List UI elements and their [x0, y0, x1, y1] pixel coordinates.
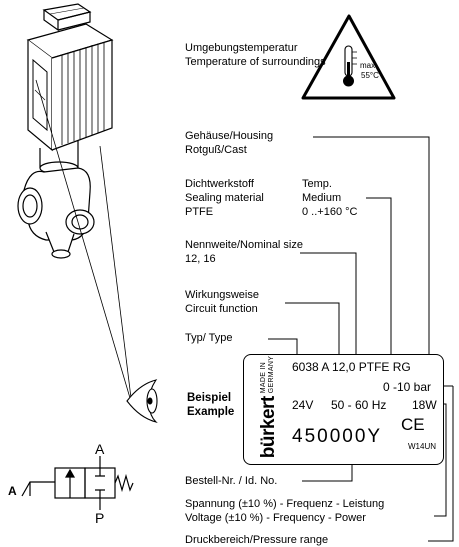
eye-viewpoint-icon	[126, 379, 158, 424]
brand-block: bürkert MADE IN GERMANY	[257, 356, 279, 458]
symbol-label: A	[8, 484, 17, 498]
plate-serial: 450000Y	[292, 426, 383, 447]
temp-range: 0 ..+160 °C	[302, 206, 358, 218]
circuit-label-de: Wirkungsweise	[185, 289, 259, 301]
plate-code: W14UN	[408, 442, 437, 451]
port-a-label: A	[95, 441, 105, 457]
plate-type-row: 6038 A 12,0 PTFE RG	[292, 360, 411, 374]
max-temp-value: 55°C	[361, 71, 379, 80]
ambient-label-en: Temperature of surroundings	[185, 56, 326, 68]
leader-lines	[268, 136, 454, 542]
warning-triangle-icon	[301, 14, 396, 100]
order-no-label: Bestell-Nr. / Id. No.	[185, 475, 278, 487]
medium-label: Medium	[302, 192, 342, 204]
nameplate	[243, 354, 444, 465]
max-label: max.	[360, 61, 378, 70]
temp-label: Temp.	[302, 178, 332, 190]
plate-frequency: 50 - 60 Hz	[331, 398, 387, 412]
sealing-label-en: Sealing material	[185, 192, 264, 204]
sealing-value: PTFE	[185, 206, 214, 218]
housing-value: Rotguß/Cast	[185, 144, 247, 156]
example-label-de: Beispiel	[187, 392, 232, 404]
solenoid-valve-drawing	[17, 3, 132, 399]
housing-label: Gehäuse/Housing	[185, 130, 274, 142]
nominal-label: Nennweite/Nominal size	[185, 239, 303, 251]
circuit-label-en: Circuit function	[185, 303, 258, 315]
example-label-en: Example	[187, 406, 235, 418]
ce-mark: CE	[401, 415, 425, 434]
pressure-range-label: Druckbereich/Pressure range	[185, 534, 329, 546]
power-info-line1: Spannung (±10 %) - Frequenz - Leistung	[185, 498, 385, 510]
type-label: Typ/ Type	[185, 332, 233, 344]
nominal-value: 12, 16	[185, 253, 216, 265]
plate-pressure: 0 -10 bar	[383, 380, 432, 394]
plate-voltage: 24V	[292, 398, 314, 412]
valve-circuit-symbol	[21, 456, 134, 510]
port-p-label: P	[95, 510, 105, 526]
ambient-label-de: Umgebungstemperatur	[185, 42, 298, 54]
sealing-label-de: Dichtwerkstoff	[185, 178, 254, 190]
plate-power: 18W	[412, 398, 437, 412]
buerkert-logo: bürkert	[257, 396, 279, 459]
made-in-germany: MADE IN GERMANY	[260, 355, 275, 394]
power-info-line2: Voltage (±10 %) - Frequency - Power	[185, 512, 366, 524]
